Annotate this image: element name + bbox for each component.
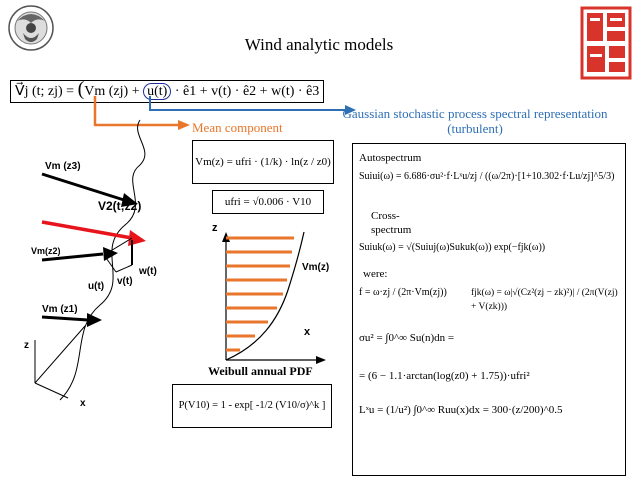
vm-z1-label: Vm (z1) — [42, 304, 78, 315]
z-axis-label: z — [24, 340, 29, 351]
sigma-equation-2: = (6 − 1.1·arctan(log(z0) + 1.75))·ufri² — [359, 370, 530, 382]
vm-z2-label: Vm(z2) — [31, 246, 61, 256]
v2-label: V2(t;z2) — [98, 199, 142, 213]
main-velocity-equation: V⃗j (t; zj) = (Vm (zj) + u(t) · ê1 + v(t… — [10, 78, 325, 103]
v-label: v(t) — [117, 276, 133, 287]
university-seal-logo — [3, 3, 59, 53]
log-law-equation: Vm(z) = ufri · (1/k) · ln(z / z0) — [192, 140, 334, 184]
autospectrum-label: Autospectrum — [359, 152, 422, 164]
cross-spectrum-equation: Suiuk(ω) = √(Suiuj(ω)Sukuk(ω)) exp(−fjk(… — [359, 242, 546, 253]
weibull-label: Weibull annual PDF — [208, 364, 313, 378]
w-label: w(t) — [139, 266, 157, 277]
cross-label-1: Cross- — [371, 210, 400, 222]
ufri-equation: ufri = √0.006 · V10 — [212, 190, 324, 214]
e1-term: · ê1 + — [174, 84, 208, 99]
autospectrum-equation: Suiui(ω) = 6.686·σu²·f·Lˣu/zj / ((ω/2π)·… — [359, 171, 615, 182]
v-term: v(t) · ê2 + — [211, 84, 268, 99]
gaussian-label: Gaussian stochastic process spectral rep… — [342, 106, 608, 136]
f-equation: f = ω·zj / (2π·Vm(zj)) — [359, 287, 447, 298]
mean-component-label: Mean component — [192, 120, 283, 135]
vm-z3-label: Vm (z3) — [45, 161, 81, 172]
x-axis-label: x — [80, 398, 86, 409]
u-label: u(t) — [88, 281, 105, 292]
sigma-equation: σu² = ∫0^∞ Su(n)dn = — [359, 332, 455, 344]
profile-z-label: z — [212, 222, 218, 234]
length-scale-equation: Lˣu = (1/u²) ∫0^∞ Ruu(x)dx = 300·(z/200)… — [359, 404, 563, 416]
spectral-panel: Autospectrum Suiui(ω) = 6.686·σu²·f·Lˣu/… — [352, 143, 626, 476]
cross-label-2: spectrum — [371, 224, 412, 236]
lhs-term: V⃗j (t; zj) = — [15, 84, 75, 99]
profile-vm-label: Vm(z) — [302, 262, 330, 273]
plus-sign: + — [131, 84, 140, 99]
were-label: were: — [363, 268, 388, 280]
profile-x-label: x — [304, 326, 311, 338]
page-title: Wind analytic models — [244, 35, 394, 54]
mean-term: Vm (zj) — [84, 84, 129, 99]
u-term: u(t) — [143, 83, 172, 100]
weibull-equation: P(V10) = 1 - exp[ -1/2 (V10/σ)^k ] — [172, 384, 332, 428]
fjk-equation: fjk(ω) = ω|√(Cz²(zj − zk)²)| / (2π(V(zj)… — [471, 288, 618, 312]
red-stamp-logo — [580, 6, 632, 80]
w-term: w(t) · ê3 — [271, 84, 320, 99]
